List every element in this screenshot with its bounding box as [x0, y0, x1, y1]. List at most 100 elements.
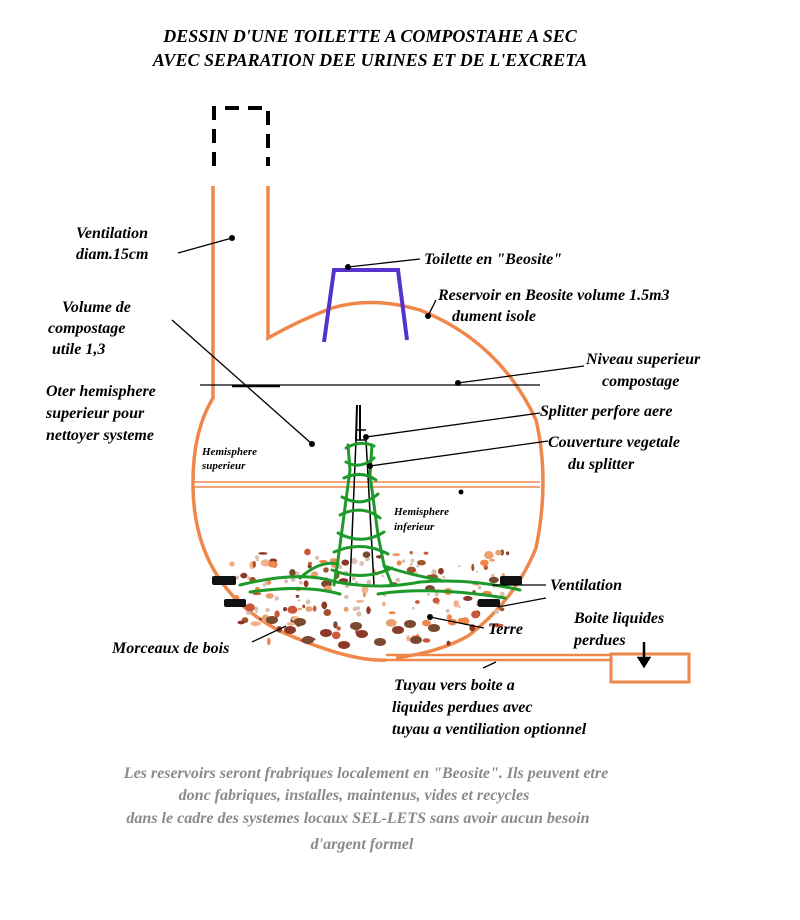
soil-speck: [262, 583, 267, 587]
label-splitter: Splitter perfore aere: [540, 403, 672, 420]
label-drain-pipe-2: liquides perdues avec: [392, 699, 532, 716]
wood-chip: [361, 585, 369, 594]
wood-chip: [366, 606, 371, 615]
wood-chip: [252, 592, 262, 596]
soil-speck: [274, 596, 280, 601]
soil-speck: [410, 558, 415, 563]
base-ventilation-left: [212, 576, 246, 607]
soil-speck: [366, 579, 372, 585]
wood-chip: [240, 572, 248, 579]
soil-speck: [491, 573, 495, 578]
wood-chip: [423, 551, 429, 555]
soil-speck: [494, 609, 499, 615]
soil-speck: [255, 610, 258, 613]
soil-speck: [294, 571, 300, 577]
wood-chip: [323, 567, 329, 573]
wood-chip: [499, 607, 505, 612]
wood-chip: [392, 553, 401, 557]
wood-chip: [457, 617, 467, 624]
wood-chip: [283, 607, 287, 612]
wood-piece: [410, 636, 422, 644]
wood-chip: [471, 563, 475, 572]
wood-chip: [415, 600, 420, 604]
footer-line-3: dans le cadre des systemes locaux SEL-LE…: [126, 810, 589, 827]
wood-piece: [392, 626, 404, 634]
wood-chip: [409, 551, 413, 555]
wood-chip: [362, 551, 371, 558]
wood-chip: [302, 604, 306, 609]
wood-piece: [350, 622, 362, 630]
label-remove-hemisphere: Oter hemisphere: [46, 383, 156, 400]
wood-chip: [483, 564, 488, 571]
wood-chip: [321, 601, 328, 610]
wood-chip: [323, 609, 332, 616]
soil-speck: [381, 574, 385, 578]
wood-chip: [488, 576, 499, 584]
label-upper-level: Niveau superieur: [585, 351, 701, 368]
wood-chip: [471, 610, 480, 619]
wood-piece: [320, 629, 332, 637]
wood-chip: [489, 558, 495, 562]
wood-piece: [404, 620, 416, 628]
wood-chip: [307, 564, 312, 569]
label-soil: Terre: [488, 621, 523, 638]
wood-chip: [303, 580, 309, 588]
wood-chip: [396, 560, 402, 566]
base-ventilation-right: [478, 576, 522, 607]
soil-speck: [411, 606, 415, 610]
soil-speck: [477, 585, 482, 590]
label-remove-hemisphere-2: superieur pour: [45, 405, 145, 422]
wood-chip: [484, 551, 494, 560]
wood-chip: [267, 637, 271, 646]
wood-piece: [266, 616, 278, 624]
ventilation-pipe-cap: [212, 106, 270, 166]
wood-piece: [428, 624, 440, 632]
wood-chip: [297, 607, 302, 611]
wood-chip: [406, 635, 411, 642]
wood-chip: [493, 623, 504, 628]
soil-speck: [427, 592, 431, 596]
wood-chip: [237, 620, 245, 625]
soil-speck: [315, 555, 320, 560]
soil-speck: [255, 555, 260, 560]
label-base-ventilation: Ventilation: [550, 577, 622, 594]
wood-chip: [506, 551, 510, 556]
wood-piece: [356, 630, 368, 638]
label-remove-hemisphere-3: nettoyer systeme: [46, 427, 154, 444]
wood-chip: [355, 599, 365, 603]
wood-chip: [495, 549, 502, 556]
soil-speck: [265, 607, 270, 613]
wood-piece: [302, 636, 314, 644]
footer-line-1: Les reservoirs seront frabriques localem…: [123, 765, 608, 782]
wood-chip: [252, 560, 256, 568]
label-volume: Volume de: [62, 299, 131, 316]
vegetal-cover: [238, 441, 522, 600]
label-drain-pipe: Tuyau vers boite a: [394, 677, 515, 694]
soil-speck: [352, 606, 358, 612]
soil-speck: [351, 576, 356, 581]
label-vegetal-cover-splitter: du splitter: [568, 456, 635, 473]
wood-chip: [330, 558, 338, 563]
wood-chip: [422, 619, 431, 627]
soil-speck: [415, 571, 418, 575]
label-ventilation-diameter: diam.15cm: [76, 246, 148, 263]
wood-chip: [274, 610, 280, 618]
label-reservoir-insulated: dument isole: [452, 308, 536, 325]
soil-speck: [337, 564, 343, 570]
wood-piece: [284, 626, 296, 634]
wood-chip: [463, 596, 473, 601]
toilet-seat: [322, 268, 409, 343]
label-lower-hemisphere-2: inferieur: [394, 521, 435, 533]
label-liquids-box: Boite liquides: [573, 610, 664, 627]
wood-piece: [338, 641, 350, 649]
soil-speck: [297, 599, 301, 602]
soil-speck: [356, 611, 362, 617]
wood-chip: [406, 566, 417, 574]
wood-chip: [446, 614, 452, 621]
soil-speck: [290, 577, 296, 582]
title-line-1: DESSIN D'UNE TOILETTE A COMPOSTAHE A SEC: [162, 26, 577, 46]
wood-chip: [260, 559, 271, 567]
soil-speck: [431, 569, 437, 575]
wood-chip: [385, 619, 397, 627]
